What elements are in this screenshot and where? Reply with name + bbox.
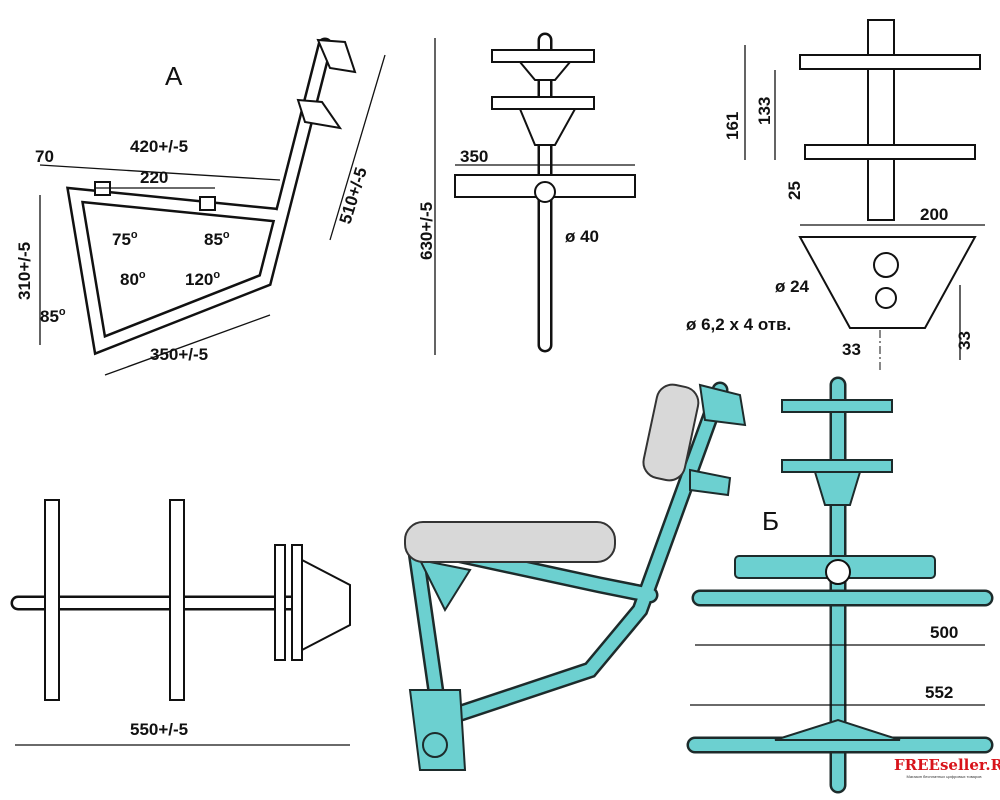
dim-310: 310+/-5: [15, 242, 34, 300]
watermark-text: FREEseller.RV: [894, 756, 1000, 774]
angle-80: 80o: [120, 269, 146, 289]
view-b: [686, 376, 994, 794]
dim-70: 70: [35, 147, 54, 166]
degree-mark: o: [131, 229, 138, 241]
dim-161: 161: [723, 112, 742, 140]
view-b-label: Б: [762, 506, 779, 536]
dim-350-side: 350: [460, 147, 488, 166]
watermark-tagline: Магазин бесплатных цифровых товаров: [906, 774, 982, 779]
degree-mark: o: [223, 229, 230, 241]
angle-75: 75o: [112, 229, 138, 249]
dim-220: 220: [140, 168, 168, 187]
angle-85-top: 85o: [204, 229, 230, 249]
dim-510: 510+/-5: [336, 165, 371, 226]
dim-630: 630+/-5: [417, 202, 436, 260]
dim-25: 25: [785, 181, 804, 200]
degree-mark: o: [139, 269, 146, 281]
axle-view: [10, 499, 351, 746]
dim-550: 550+/-5: [130, 720, 188, 739]
degree-mark: o: [213, 269, 220, 281]
dim-133: 133: [755, 97, 774, 125]
dim-33-vertical: 33: [955, 331, 974, 350]
view-a-label: А: [165, 61, 183, 91]
watermark-logo: FREEseller.RV Магазин бесплатных цифровы…: [894, 756, 1000, 794]
dim-diameter-24: ø 24: [775, 277, 810, 296]
dim-diameter-40: ø 40: [565, 227, 599, 246]
side-view: [434, 32, 636, 355]
dim-33-horizontal: 33: [842, 340, 861, 359]
angle-85-bottom: 85o: [40, 306, 66, 326]
bracket-view: [744, 19, 985, 370]
frame-a: [65, 37, 357, 356]
degree-mark: o: [59, 306, 66, 318]
dim-420: 420+/-5: [130, 137, 188, 156]
holes-note: ø 6,2 x 4 отв.: [686, 315, 791, 334]
dimensions-a: [39, 54, 386, 376]
frame-3d: [404, 381, 747, 771]
dim-200: 200: [920, 205, 948, 224]
angle-120: 120o: [185, 269, 220, 289]
dim-350: 350+/-5: [150, 345, 208, 364]
dim-500: 500: [930, 623, 958, 642]
dim-552: 552: [925, 683, 953, 702]
